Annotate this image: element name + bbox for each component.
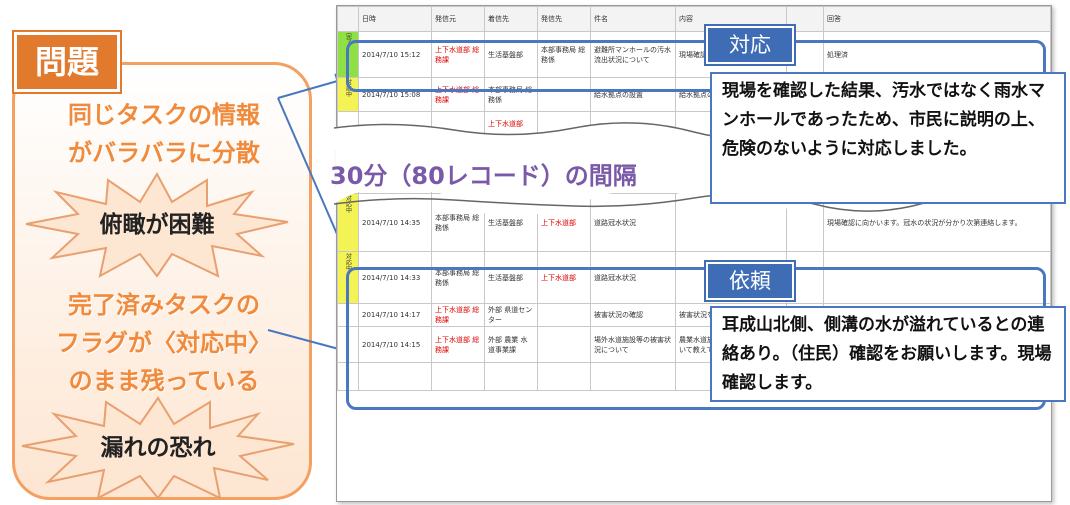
datetime-cell: 2014/7/10 14:35 xyxy=(358,193,432,252)
answer-cell xyxy=(823,251,1051,304)
overview-difficult-text: 俯瞰が困難 xyxy=(99,212,215,238)
status-cell: 対応中 xyxy=(337,193,359,252)
response-row-frame xyxy=(346,40,1046,92)
issue-completed-flag: 完了済みタスクの フラグが〈対応中〉 のまま残っている xyxy=(24,286,304,400)
col-header-subject: 件名 xyxy=(590,6,676,32)
burst-shape xyxy=(21,396,295,500)
sender-cell xyxy=(431,362,485,391)
overview-difficult-burst: 俯瞰が困難 xyxy=(22,172,292,278)
issue-completed-flag-line2: フラグが〈対応中〉 xyxy=(56,329,272,357)
sender-cell: 本部事務局 総務係 xyxy=(431,251,485,304)
col-header-sender: 発信元 xyxy=(431,6,485,32)
burst-shape xyxy=(25,172,289,278)
subject-cell xyxy=(590,362,676,391)
datetime-cell: 2014/7/10 14:15 xyxy=(358,326,432,363)
receiver-cell: 上下水道部 xyxy=(484,111,538,136)
response-callout: 現場を確認した結果、汚水ではなく雨水マンホールであったため、市民に説明の上、危険… xyxy=(710,72,1066,204)
request-callout: 耳成山北側、側溝の水が溢れているとの連絡あり。（住民）確認をお願いします。現場確… xyxy=(710,306,1066,402)
datetime-cell: 2014/7/10 14:17 xyxy=(358,303,432,327)
datetime-cell xyxy=(358,362,432,391)
issue-completed-flag-line1: 完了済みタスクの xyxy=(68,291,260,319)
risk-omission-text: 漏れの恐れ xyxy=(100,435,216,461)
col-header-receiver: 着信先 xyxy=(484,6,538,32)
problem-tag: 問題 xyxy=(14,32,120,92)
col-header-status xyxy=(337,6,359,32)
issue-info-scattered-line1: 同じタスクの情報 xyxy=(68,101,260,129)
receiver-cell: 生活基盤部 xyxy=(484,251,538,304)
subject-cell: 道路冠水状況 xyxy=(590,251,676,304)
response-tag: 対応 xyxy=(706,26,794,64)
col-header-destination: 発信先 xyxy=(537,6,591,32)
receiver-cell: 本部事務局 総務係 xyxy=(484,77,538,112)
risk-omission-burst: 漏れの恐れ xyxy=(18,396,298,500)
receiver-cell xyxy=(484,362,538,391)
subject-cell: 場外水道施設等の被害状況について xyxy=(590,326,676,363)
sender-cell: 上下水道部 総務課 xyxy=(431,303,485,327)
col-header-answer: 回答 xyxy=(823,6,1051,32)
issue-completed-flag-line3: のまま残っている xyxy=(68,367,260,395)
receiver-cell: 生活基盤部 xyxy=(484,31,538,78)
table-header-row: 日時 発信元 着信先 発信先 件名 内容 回答 xyxy=(337,6,1051,32)
gap-label: 30分（80レコード）の間隔 xyxy=(330,162,637,190)
issue-info-scattered-line2: がバラバラに分散 xyxy=(68,139,260,167)
subject-cell: 給水拠点の設置 xyxy=(590,77,676,112)
col-header-datetime: 日時 xyxy=(358,6,432,32)
request-tag: 依頼 xyxy=(706,262,794,300)
issue-info-scattered: 同じタスクの情報 がバラバラに分散 xyxy=(24,96,304,172)
